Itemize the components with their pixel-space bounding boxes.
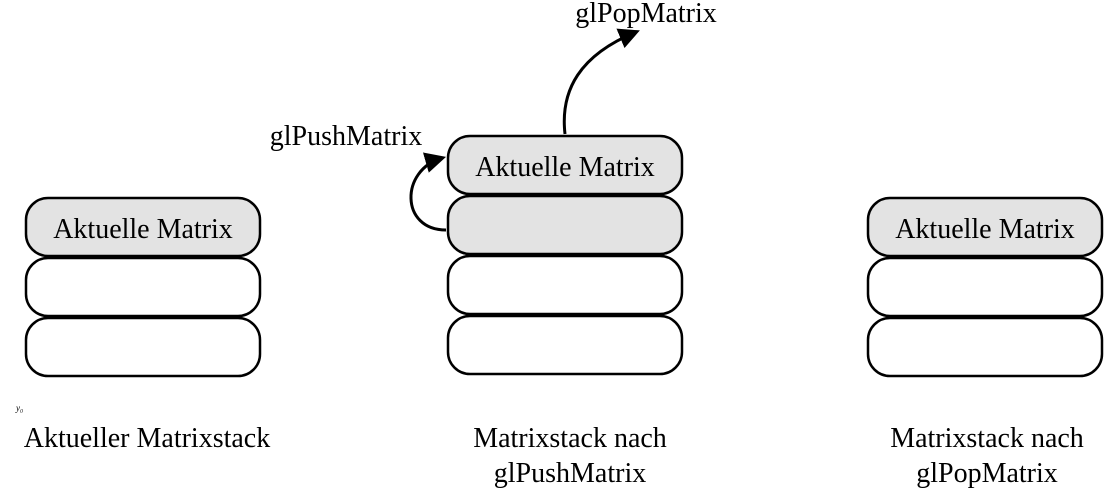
stack-current-slot-2	[24, 256, 262, 318]
stack-current-top-slot	[24, 196, 262, 258]
stack-current: Aktuelle Matrix	[24, 196, 262, 378]
stack-push-top-label: Aktuelle Matrix	[475, 152, 655, 183]
stack-push-top-slot	[446, 134, 684, 196]
stack-pop-slot-3	[866, 316, 1104, 378]
push-arrow	[409, 152, 447, 232]
push-label: glPushMatrix	[270, 121, 422, 152]
caption-pop-line2: glPopMatrix	[916, 458, 1058, 489]
caption-push-line1: Matrixstack nach	[473, 423, 667, 454]
stack-push-slot-3	[446, 254, 684, 316]
pop-label: glPopMatrix	[575, 0, 717, 29]
stack-after-pop: Aktuelle Matrix	[866, 196, 1104, 378]
caption-current: Aktueller Matrixstack	[24, 423, 270, 454]
pop-arrow	[562, 28, 640, 135]
stack-push-slot-4	[446, 314, 684, 376]
stack-current-top-label: Aktuelle Matrix	[53, 214, 233, 245]
stack-push-copied-slot	[446, 194, 684, 256]
stack-current-slot-3	[24, 316, 262, 378]
stack-after-push: Aktuelle Matrix glPushMatrix glPopMatrix	[270, 0, 717, 376]
stack-pop-slot-2	[866, 256, 1104, 318]
stack-pop-top-slot	[866, 196, 1104, 258]
caption-pop-line1: Matrixstack nach	[890, 423, 1084, 454]
stray-mark: y₀	[15, 403, 23, 413]
caption-push-line2: glPushMatrix	[494, 458, 646, 489]
stack-pop-top-label: Aktuelle Matrix	[895, 214, 1075, 245]
